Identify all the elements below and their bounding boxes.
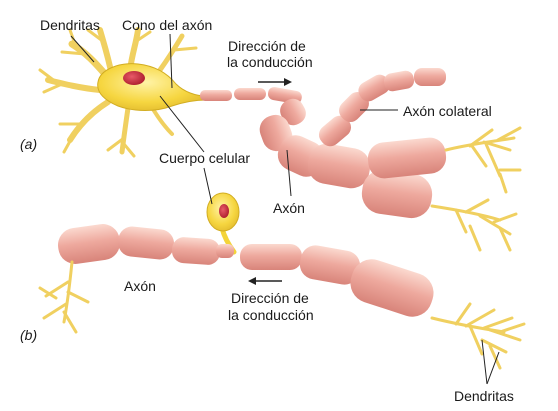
label-axon-a: Axón: [273, 200, 305, 216]
label-conduction-a-2: la conducción: [227, 54, 313, 70]
axon-collateral-a: [318, 68, 447, 179]
label-conduction-b-2: la conducción: [228, 307, 314, 323]
axon-left-b: [57, 224, 234, 265]
panel-label-a: (a): [20, 136, 38, 152]
panel-label-b: (b): [20, 327, 38, 343]
axon-right-b: [240, 244, 434, 317]
dendrites-b-left: [38, 260, 90, 334]
nucleus-a: [123, 71, 145, 85]
label-conduction-b-1: Dirección de: [231, 290, 309, 306]
label-axon-hillock: Cono del axón: [122, 17, 213, 33]
conduction-arrow-b: [248, 277, 282, 285]
label-dendrites-b: Dendritas: [454, 388, 514, 404]
label-conduction-a-1: Dirección de: [228, 38, 306, 54]
conduction-arrow-a: [258, 78, 292, 86]
label-axon-b: Axón: [124, 278, 156, 294]
axon-a: [200, 87, 433, 219]
label-dendrites-a: Dendritas: [40, 17, 100, 33]
label-cell-body: Cuerpo celular: [159, 150, 251, 166]
cell-body-a: [97, 63, 207, 111]
axon-terminals-a: [430, 126, 522, 252]
label-axon-collateral: Axón colateral: [403, 103, 492, 119]
leader-lines: [70, 33, 500, 385]
dendrites-b-right: [430, 302, 526, 370]
nucleus-b: [219, 204, 229, 218]
